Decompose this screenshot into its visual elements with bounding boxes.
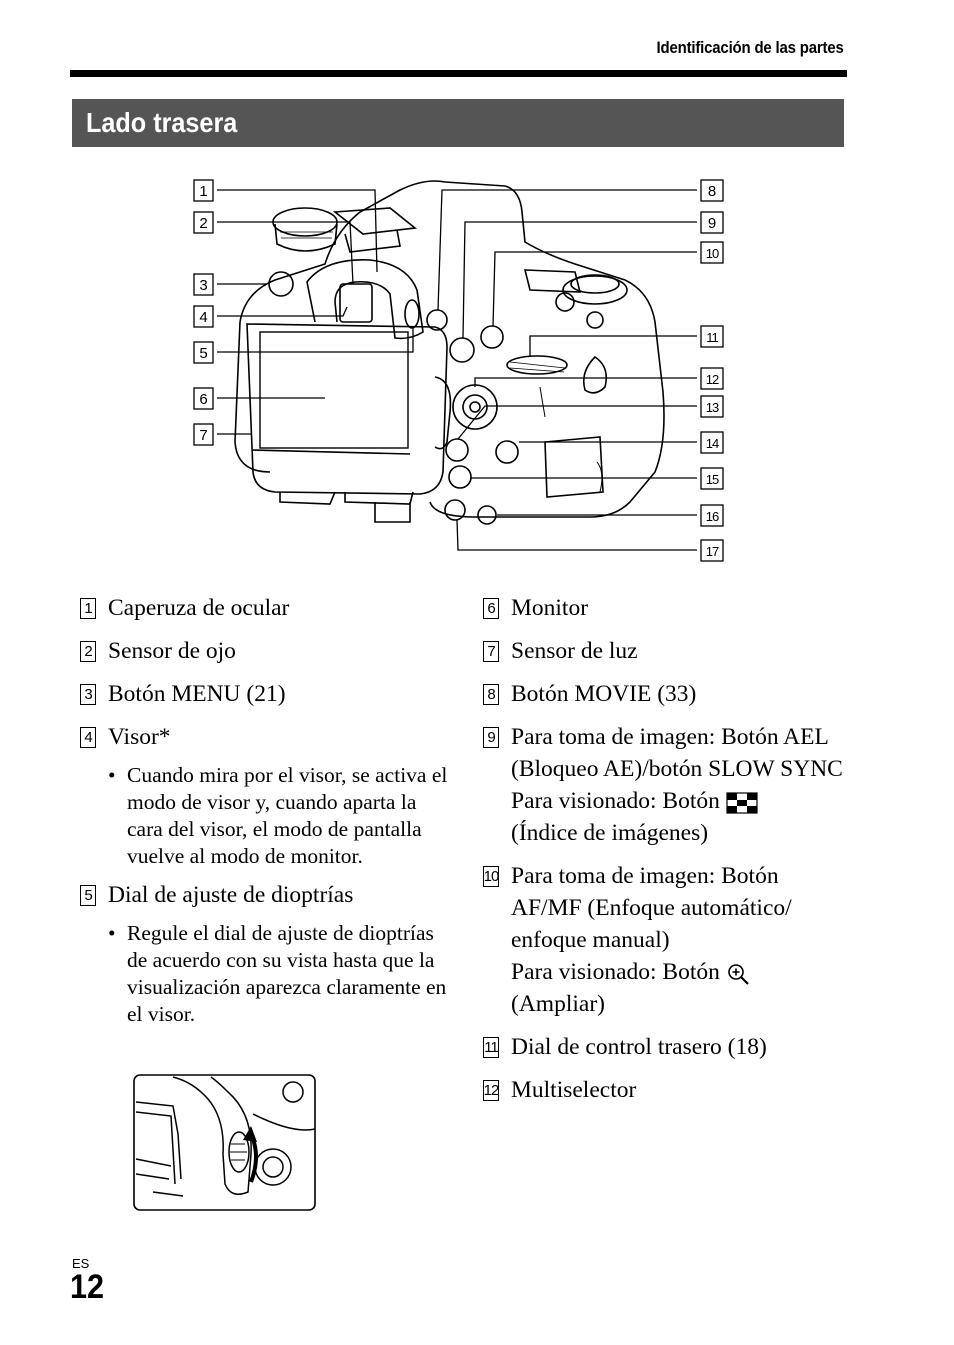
callout-12-label: 12 xyxy=(706,372,719,387)
left-parts-list: 1 Caperuza de ocular 2 Sensor de ojo 3 B… xyxy=(80,592,450,1037)
part-number: 1 xyxy=(80,598,96,619)
part-item-3: 3 Botón MENU (21) xyxy=(80,678,450,710)
note-text: Cuando mira por el visor, se activa el m… xyxy=(127,763,448,868)
part-item-9: 9 Para toma de imagen: Botón AEL (Bloque… xyxy=(483,721,843,849)
part-note-4: • Cuando mira por el visor, se activa el… xyxy=(108,762,450,870)
running-header: Identificación de las partes xyxy=(656,38,844,57)
callout-labels: 1 2 3 4 5 6 7 8 9 10 11 12 13 14 15 16 1… xyxy=(193,179,724,562)
callout-1-label: 1 xyxy=(199,183,207,200)
part-label: Sensor de luz xyxy=(511,638,638,664)
part-number: 6 xyxy=(483,598,499,619)
diopter-dial-inset-illustration xyxy=(133,1074,316,1211)
part-number: 10 xyxy=(483,866,499,887)
section-heading: Lado trasera xyxy=(72,99,844,147)
part-item-11: 11 Dial de control trasero (18) xyxy=(483,1031,843,1063)
callout-4-label: 4 xyxy=(199,309,207,326)
part-item-5: 5 Dial de ajuste de dioptrías xyxy=(80,879,450,911)
zoom-in-icon xyxy=(727,963,749,985)
playback-function-desc: (Ampliar) xyxy=(511,991,605,1017)
callout-14-label: 14 xyxy=(706,436,719,451)
camera-rear-illustration: 1 2 3 4 5 6 7 8 9 10 11 12 13 14 15 16 1… xyxy=(193,179,724,562)
part-label: Para toma de imagen: Botón AEL (Bloqueo … xyxy=(511,721,843,849)
callout-7-label: 7 xyxy=(199,427,207,444)
page-number: 12 xyxy=(70,1268,105,1306)
part-number: 9 xyxy=(483,727,499,748)
section-heading-text: Lado trasera xyxy=(86,107,238,138)
callout-8-label: 8 xyxy=(708,183,716,200)
part-number: 11 xyxy=(483,1037,499,1058)
callout-5: 5 xyxy=(193,341,214,364)
part-number: 7 xyxy=(483,641,499,662)
part-label: Botón MENU (21) xyxy=(108,681,286,707)
shooting-function-text: Para toma de imagen: Botón AEL (Bloqueo … xyxy=(511,724,843,782)
callout-17: 17 xyxy=(700,539,724,562)
part-note-5: • Regule el dial de ajuste de dioptrías … xyxy=(108,920,450,1028)
callout-6-label: 6 xyxy=(199,391,207,408)
callout-17-label: 17 xyxy=(706,544,719,559)
part-item-7: 7 Sensor de luz xyxy=(483,635,843,667)
part-item-6: 6 Monitor xyxy=(483,592,843,624)
callout-6: 6 xyxy=(193,387,214,410)
part-item-8: 8 Botón MOVIE (33) xyxy=(483,678,843,710)
part-number: 2 xyxy=(80,641,96,662)
callout-15: 15 xyxy=(700,467,724,490)
callout-11-label: 11 xyxy=(706,330,718,345)
part-item-2: 2 Sensor de ojo xyxy=(80,635,450,667)
callout-13-label: 13 xyxy=(706,400,719,415)
bullet-dot: • xyxy=(108,921,116,945)
part-item-4: 4 Visor* xyxy=(80,721,450,753)
callout-13: 13 xyxy=(700,395,724,418)
callout-15-label: 15 xyxy=(706,472,719,487)
part-number: 5 xyxy=(80,885,96,906)
callout-9-label: 9 xyxy=(708,215,716,232)
part-label: Visor* xyxy=(108,724,171,750)
part-label: Para toma de imagen: Botón AF/MF (Enfoqu… xyxy=(511,860,843,1020)
part-number: 3 xyxy=(80,684,96,705)
part-label: Sensor de ojo xyxy=(108,638,236,664)
callout-1: 1 xyxy=(193,179,214,202)
callout-10: 10 xyxy=(700,241,724,264)
callout-9: 9 xyxy=(700,211,724,234)
playback-function-desc: (Índice de imágenes) xyxy=(511,820,709,846)
callout-10-label: 10 xyxy=(706,246,719,261)
part-label: Botón MOVIE (33) xyxy=(511,681,697,707)
part-label: Caperuza de ocular xyxy=(108,595,290,621)
part-label: Monitor xyxy=(511,595,589,621)
part-label: Dial de control trasero (18) xyxy=(511,1034,767,1060)
callout-5-label: 5 xyxy=(199,345,207,362)
part-item-1: 1 Caperuza de ocular xyxy=(80,592,450,624)
callout-4: 4 xyxy=(193,305,214,328)
callout-16-label: 16 xyxy=(706,509,719,524)
shooting-function-text: Para toma de imagen: Botón AF/MF (Enfoqu… xyxy=(511,863,792,953)
note-text: Regule el dial de ajuste de dioptrías de… xyxy=(127,921,447,1026)
right-parts-list: 6 Monitor 7 Sensor de luz 8 Botón MOVIE … xyxy=(483,592,843,1117)
callout-3: 3 xyxy=(193,273,214,296)
callout-2: 2 xyxy=(193,211,214,234)
callout-8: 8 xyxy=(700,179,724,202)
part-number: 4 xyxy=(80,727,96,748)
header-rule xyxy=(70,70,847,77)
language-code: ES xyxy=(72,1256,90,1271)
callout-3-label: 3 xyxy=(199,277,207,294)
callout-11: 11 xyxy=(700,325,724,348)
part-label: Dial de ajuste de dioptrías xyxy=(108,882,354,908)
part-number: 12 xyxy=(483,1080,499,1101)
playback-function-text: Para visionado: Botón xyxy=(511,788,720,814)
bullet-dot: • xyxy=(108,763,116,787)
part-item-12: 12 Multiselector xyxy=(483,1074,843,1106)
callout-2-label: 2 xyxy=(199,215,207,232)
callout-16: 16 xyxy=(700,504,724,527)
playback-function-text: Para visionado: Botón xyxy=(511,959,720,985)
part-number: 8 xyxy=(483,684,499,705)
callout-12: 12 xyxy=(700,367,724,390)
index-grid-icon xyxy=(726,792,758,814)
part-item-10: 10 Para toma de imagen: Botón AF/MF (Enf… xyxy=(483,860,843,1020)
callout-14: 14 xyxy=(700,431,724,454)
part-label: Multiselector xyxy=(511,1077,637,1103)
callout-7: 7 xyxy=(193,423,214,446)
